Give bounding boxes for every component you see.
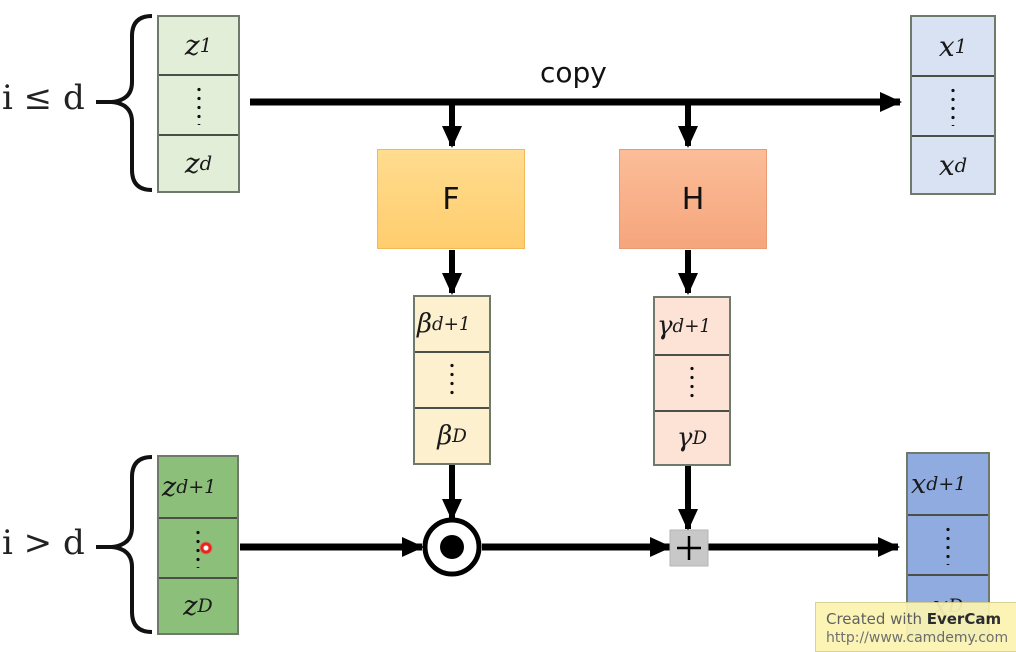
vector-cell-ellipsis [415,351,489,409]
brace-bottom [111,455,153,634]
condition-top-label: i ≤ d [2,78,85,118]
multiply-dot-icon [440,535,464,559]
condition-bottom-label: i > d [2,523,85,563]
vector-cell-ellipsis [912,75,994,137]
vector-cell-ellipsis [159,74,238,136]
watermark-line: Created with EverCam [826,610,1002,628]
vertical-ellipsis-icon [951,85,955,127]
watermark-banner: Created with EverCam http://www.camdemy.… [815,602,1016,652]
vertical-ellipsis-icon [196,527,200,569]
vertical-ellipsis-icon [690,364,694,402]
vertical-ellipsis-icon [196,84,201,126]
copy-label: copy [540,56,607,89]
brace-top [111,14,153,192]
cursor-indicator-icon [199,541,213,555]
vertical-ellipsis-icon [450,361,454,399]
vector-cell-ellipsis [908,514,988,576]
vertical-ellipsis-icon [946,524,950,566]
network-block-f: F [377,149,525,249]
vector-cell-ellipsis [655,354,729,412]
watermark-url: http://www.camdemy.com [826,630,1009,646]
vector-cell-ellipsis [159,517,237,579]
network-block-h: H [619,149,767,249]
